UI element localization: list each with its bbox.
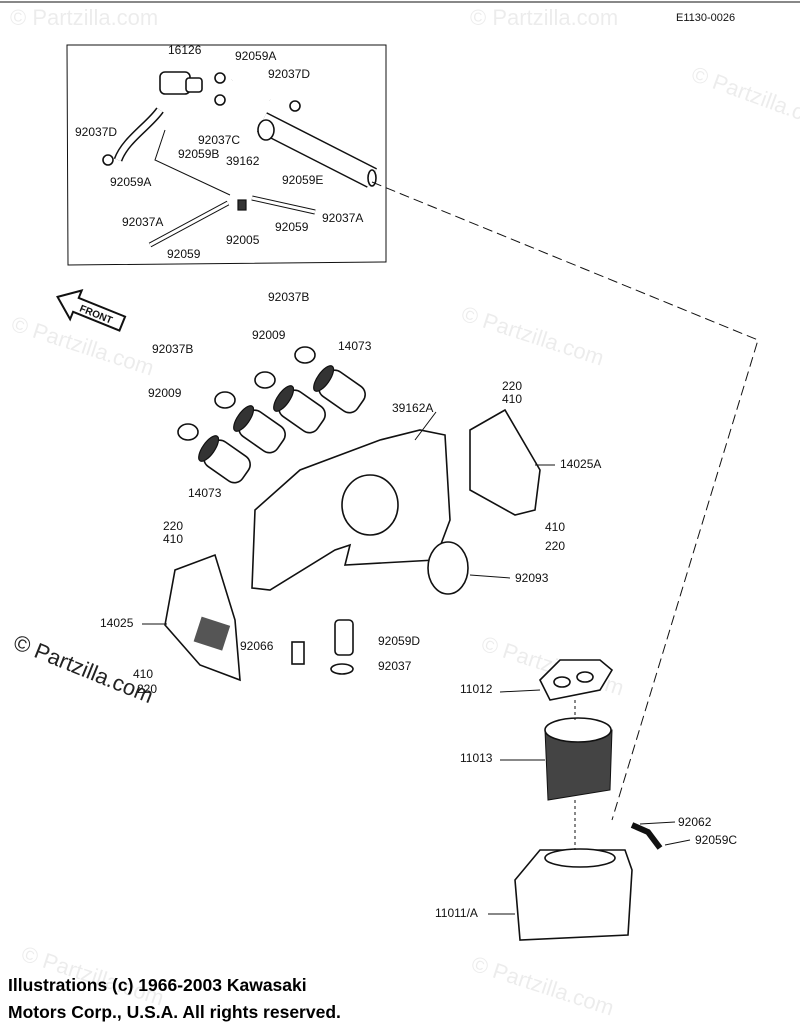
part-label: 410	[545, 520, 565, 534]
watermark: © Partzilla.com	[8, 311, 157, 381]
air-box-housing	[251, 429, 469, 595]
part-label: 92062	[678, 815, 712, 829]
part-label: 92059A	[235, 49, 276, 63]
part-label: 39162A	[392, 401, 433, 415]
part-label: 92059C	[695, 833, 737, 847]
part-label: 92059B	[178, 147, 219, 161]
part-label: 92059	[275, 220, 309, 234]
part-label: 14025A	[560, 457, 601, 471]
watermark: © Partzilla.com	[688, 61, 800, 135]
air-filter-assembly	[514, 659, 663, 941]
part-label: 11011/A	[435, 906, 478, 920]
part-label: 11012	[460, 682, 493, 696]
part-label: 220	[137, 682, 157, 696]
part-label: 410	[502, 392, 522, 406]
part-label: 39162	[226, 154, 260, 168]
part-label: 14025	[100, 616, 134, 630]
watermark: © Partzilla.com	[470, 5, 618, 30]
part-label: 16126	[168, 43, 202, 57]
part-label: 11013	[460, 751, 493, 765]
watermark: © Partzilla.com	[468, 951, 617, 1021]
part-label: 92037D	[268, 67, 310, 81]
part-label: 220	[502, 379, 522, 393]
part-label: 92059D	[378, 634, 420, 648]
copyright-text: Illustrations (c) 1966-2003 Kawasaki Mot…	[8, 975, 341, 1022]
part-label: 92009	[252, 328, 286, 342]
watermark: © Partzilla.com	[10, 5, 158, 30]
part-label: 92037A	[122, 215, 163, 229]
part-label: 220	[163, 519, 183, 533]
part-label: 92037C	[198, 133, 240, 147]
watermark: © Partzilla.com	[458, 301, 607, 371]
part-label: 92059E	[282, 173, 323, 187]
part-label: 92037D	[75, 125, 117, 139]
part-label: 220	[545, 539, 565, 553]
part-label: 92037A	[322, 211, 363, 225]
breather-inset: 16126 92059A 92037D 92037D 92059B 92037C…	[66, 43, 387, 266]
part-label: 92059	[167, 247, 201, 261]
part-label: 14073	[188, 486, 222, 500]
part-label: 14073	[338, 339, 372, 353]
diagram-code: E1130-0026	[676, 12, 736, 24]
part-label: 92093	[515, 571, 549, 585]
part-label: 92037B	[268, 290, 309, 304]
part-label: 410	[133, 667, 153, 681]
part-label: 410	[163, 532, 183, 546]
part-label: 92059A	[110, 175, 151, 189]
main-labels: 92037B 92009 14073 92037B 92009 220 410 …	[100, 290, 737, 920]
part-label: 92066	[240, 639, 274, 653]
part-label: 92009	[148, 386, 182, 400]
side-cover-right	[469, 408, 541, 516]
part-label: 92037B	[152, 342, 193, 356]
part-label: 92037	[378, 659, 412, 673]
carb-holders	[177, 346, 366, 484]
part-label: 92005	[226, 233, 260, 247]
